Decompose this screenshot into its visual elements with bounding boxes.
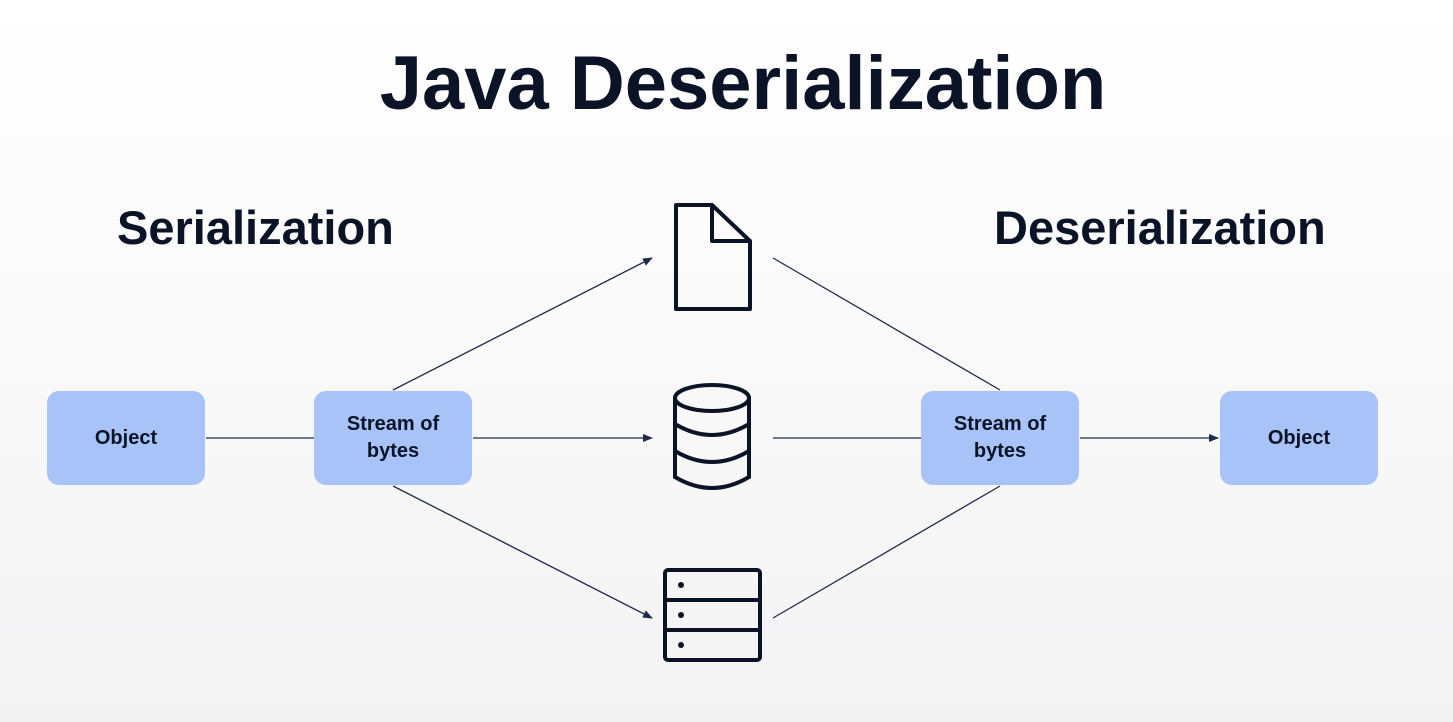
connector-file-to-stream	[772, 257, 1001, 391]
file-icon	[674, 203, 752, 311]
arrow-stream-to-file	[392, 257, 653, 391]
database-icon	[673, 383, 751, 490]
connector-server-to-stream	[772, 485, 1001, 619]
serialized-stream-box: Stream of bytes	[314, 391, 472, 485]
deserialized-stream-box: Stream of bytes	[921, 391, 1079, 485]
deserialization-heading: Deserialization	[994, 201, 1326, 254]
server-icon	[663, 568, 762, 662]
result-object-box: Object	[1220, 391, 1378, 485]
page-title: Java Deserialization	[379, 41, 1107, 126]
arrow-stream-to-server	[392, 485, 653, 619]
server-indicator-lights	[678, 582, 684, 648]
serialization-heading: Serialization	[117, 201, 394, 254]
source-object-box: Object	[47, 391, 205, 485]
